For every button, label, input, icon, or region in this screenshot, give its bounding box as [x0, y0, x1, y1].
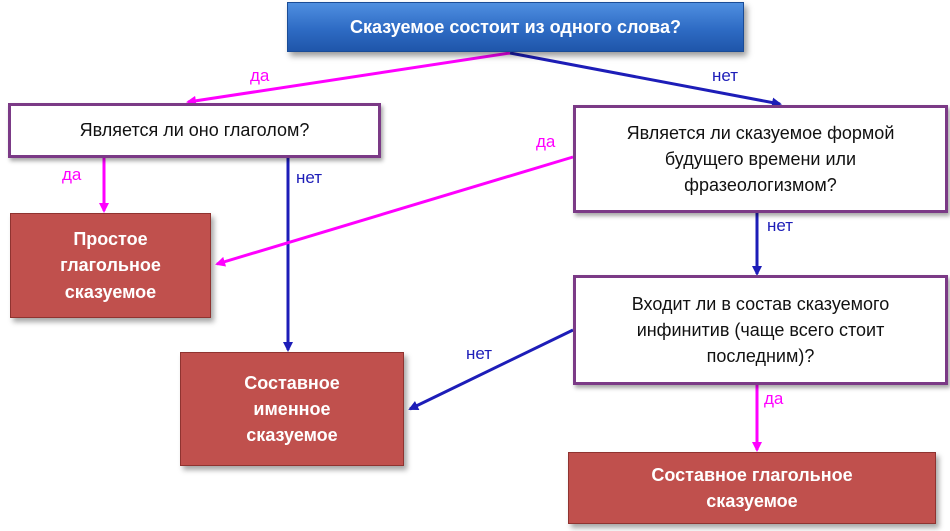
compound-nominal-predicate-box: Составное именное сказуемое	[180, 352, 404, 466]
edge-label-root-yes: да	[250, 66, 270, 85]
arrow-infinitive-no	[408, 328, 574, 411]
arrow-root-no	[509, 51, 782, 108]
arrow-future-yes	[215, 155, 574, 267]
arrow-root-yes	[186, 51, 511, 106]
simple-verbal-predicate-text: Простое глагольное сказуемое	[60, 229, 161, 302]
root-question-box: Сказуемое состоит из одного слова?	[287, 2, 744, 52]
edge-label-infinitive-no: нет	[466, 344, 493, 363]
verb-question-box: Является ли оно глаголом?	[8, 103, 381, 158]
compound-verbal-predicate-box: Составное глагольное сказуемое	[568, 452, 936, 524]
simple-verbal-predicate-box: Простое глагольное сказуемое	[10, 213, 211, 318]
compound-verbal-predicate-text: Составное глагольное сказуемое	[651, 464, 853, 511]
verb-question-text: Является ли оно глаголом?	[79, 120, 310, 141]
edge-label-infinitive-yes: да	[764, 389, 784, 408]
edge-label-verb-no: нет	[296, 168, 323, 187]
future-question-box: Является ли сказуемое формой будущего вр…	[573, 105, 948, 213]
infinitive-question-text: Входит ли в состав сказуемого инфинитив …	[631, 293, 890, 367]
edge-label-verb-yes: да	[62, 165, 82, 184]
edge-label-future-yes: да	[536, 132, 556, 151]
compound-nominal-predicate-text: Составное именное сказуемое	[244, 372, 340, 446]
edge-label-future-no: нет	[767, 216, 794, 235]
root-question-text: Сказуемое состоит из одного слова?	[350, 16, 681, 37]
edge-label-root-no: нет	[712, 66, 739, 85]
future-question-text: Является ли сказуемое формой будущего вр…	[626, 122, 895, 196]
infinitive-question-box: Входит ли в состав сказуемого инфинитив …	[573, 275, 948, 385]
